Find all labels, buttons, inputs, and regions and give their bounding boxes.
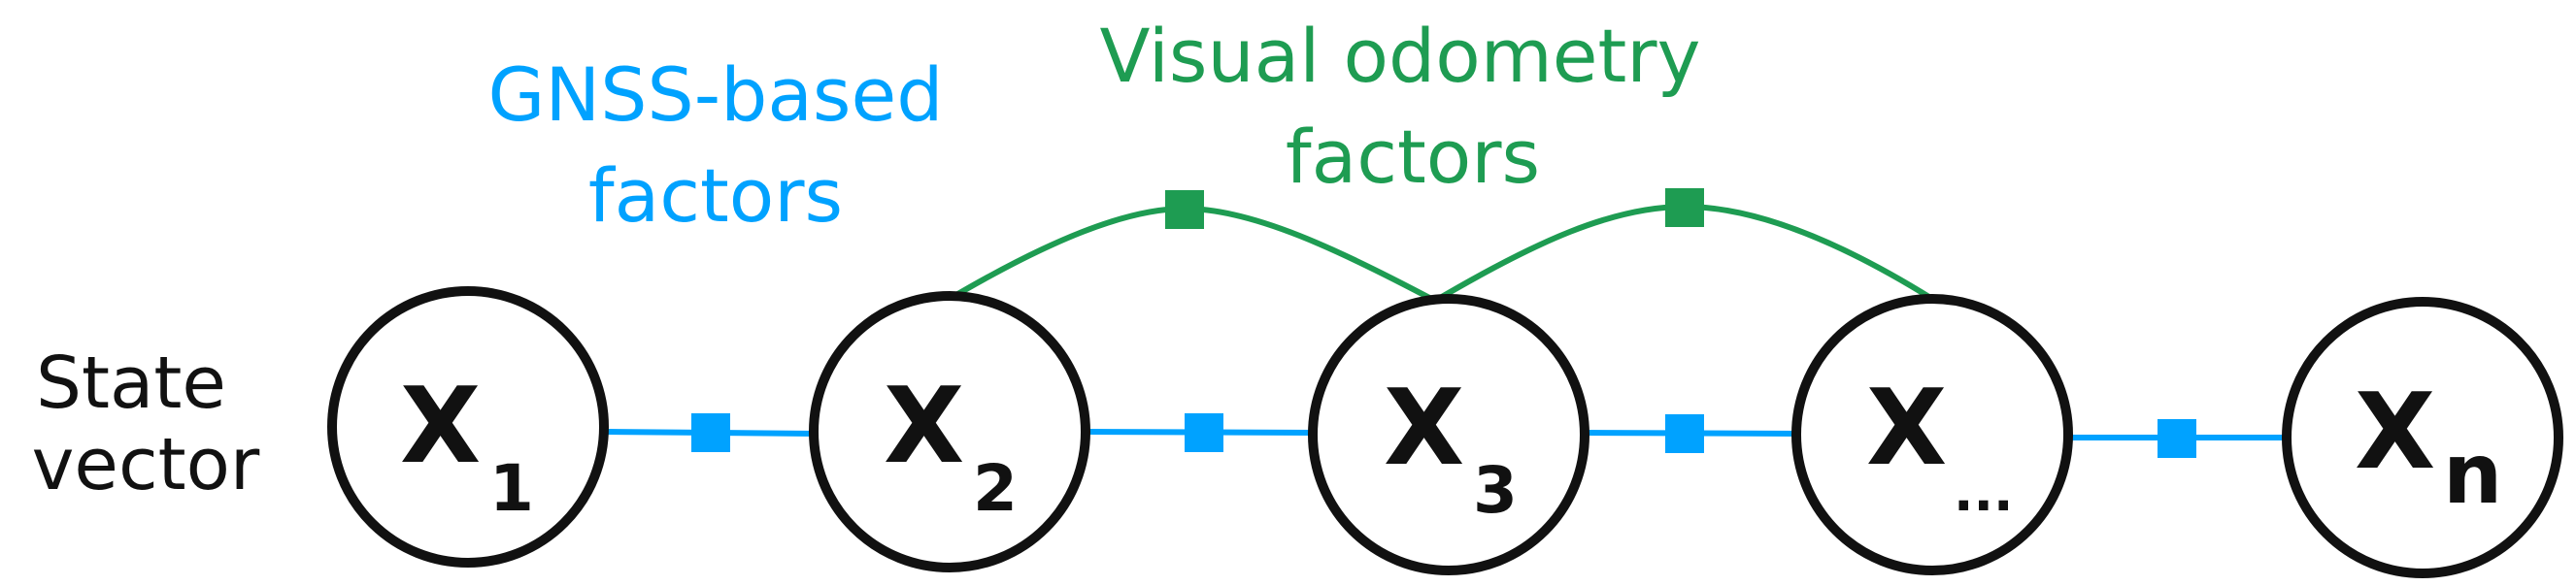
svg-text:GNSS-based: GNSS-based	[487, 51, 943, 138]
node-label-sub: ...	[1954, 462, 2014, 523]
node-label-sub: 1	[489, 451, 534, 526]
vo-factor-edges	[948, 203, 1934, 304]
node-label-main: X	[1384, 368, 1464, 489]
state-node-x3: X 3	[1308, 294, 1589, 575]
state-node-xn: X n	[2282, 297, 2563, 578]
gnss-factor-square	[691, 413, 730, 452]
node-label-main: X	[2355, 372, 2435, 493]
gnss-factors-label: GNSS-based factors	[487, 51, 943, 239]
svg-text:vector: vector	[32, 423, 260, 506]
state-vector-label: State vector	[32, 342, 260, 506]
svg-text:State: State	[36, 342, 226, 425]
vo-factor-square	[1665, 188, 1704, 227]
svg-text:factors: factors	[588, 152, 843, 239]
gnss-factor-square	[1185, 413, 1223, 452]
node-label-sub: 2	[973, 451, 1018, 526]
vo-factor-square	[1165, 190, 1204, 229]
vo-factor-squares	[1165, 188, 1704, 229]
node-label-main: X	[1866, 368, 1947, 489]
svg-text:Visual odometry: Visual odometry	[1099, 13, 1700, 99]
node-label-main: X	[400, 366, 481, 487]
svg-text:factors: factors	[1286, 114, 1540, 200]
gnss-factor-squares	[691, 413, 2196, 458]
gnss-factor-square	[2158, 419, 2196, 458]
node-label-main: X	[884, 366, 964, 487]
vo-factors-label: Visual odometry factors	[1099, 13, 1700, 200]
state-node-x1: X 1	[327, 286, 609, 568]
state-node-x2: X 2	[809, 291, 1090, 572]
state-node-xdots: X ...	[1791, 294, 2073, 575]
node-label-sub: n	[2443, 426, 2502, 523]
node-label-sub: 3	[1473, 453, 1518, 528]
gnss-factor-square	[1665, 414, 1704, 453]
